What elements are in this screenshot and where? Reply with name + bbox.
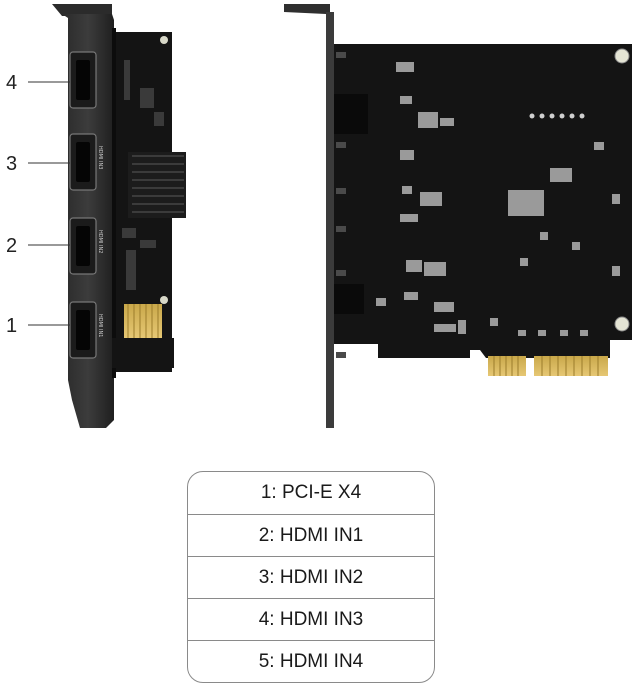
back-bracket xyxy=(284,4,330,428)
card-side-view: HDMI IN3 HDMI IN2 HDMI IN1 4 3 2 1 xyxy=(6,4,186,428)
card-back-view xyxy=(284,4,632,428)
port-label-in2: HDMI IN2 xyxy=(97,230,103,253)
gold-fingers-side xyxy=(124,304,162,338)
product-illustration: HDMI IN3 HDMI IN2 HDMI IN1 4 3 2 1 xyxy=(6,4,632,428)
legend-row-hdmi-in3: 4: HDMI IN3 xyxy=(188,598,434,640)
legend-row-hdmi-in4: 5: HDMI IN4 xyxy=(188,640,434,682)
hdmi-port-3: HDMI IN3 xyxy=(69,133,103,191)
back-pcb xyxy=(334,44,632,358)
bracket-top-tab xyxy=(52,4,112,16)
callout-3: 3 xyxy=(6,153,17,175)
callout-4: 4 xyxy=(6,72,17,94)
heatsink xyxy=(128,152,186,218)
hdmi-port-1: HDMI IN1 xyxy=(69,301,103,359)
port-label-in1: HDMI IN1 xyxy=(97,314,103,337)
hdmi-port-4 xyxy=(69,51,97,109)
legend-row-hdmi-in1: 2: HDMI IN1 xyxy=(188,514,434,556)
callout-1: 1 xyxy=(6,315,17,337)
legend-row-hdmi-in2: 3: HDMI IN2 xyxy=(188,556,434,598)
hdmi-port-2: HDMI IN2 xyxy=(69,217,103,275)
gold-fingers-small xyxy=(488,356,526,376)
port-legend-table: 1: PCI-E X4 2: HDMI IN1 3: HDMI IN2 4: H… xyxy=(187,471,435,683)
legend-row-pcie: 1: PCI-E X4 xyxy=(260,482,362,503)
callout-2: 2 xyxy=(6,235,17,257)
port-label-in3: HDMI IN3 xyxy=(97,146,103,169)
gold-fingers-large xyxy=(534,356,608,376)
